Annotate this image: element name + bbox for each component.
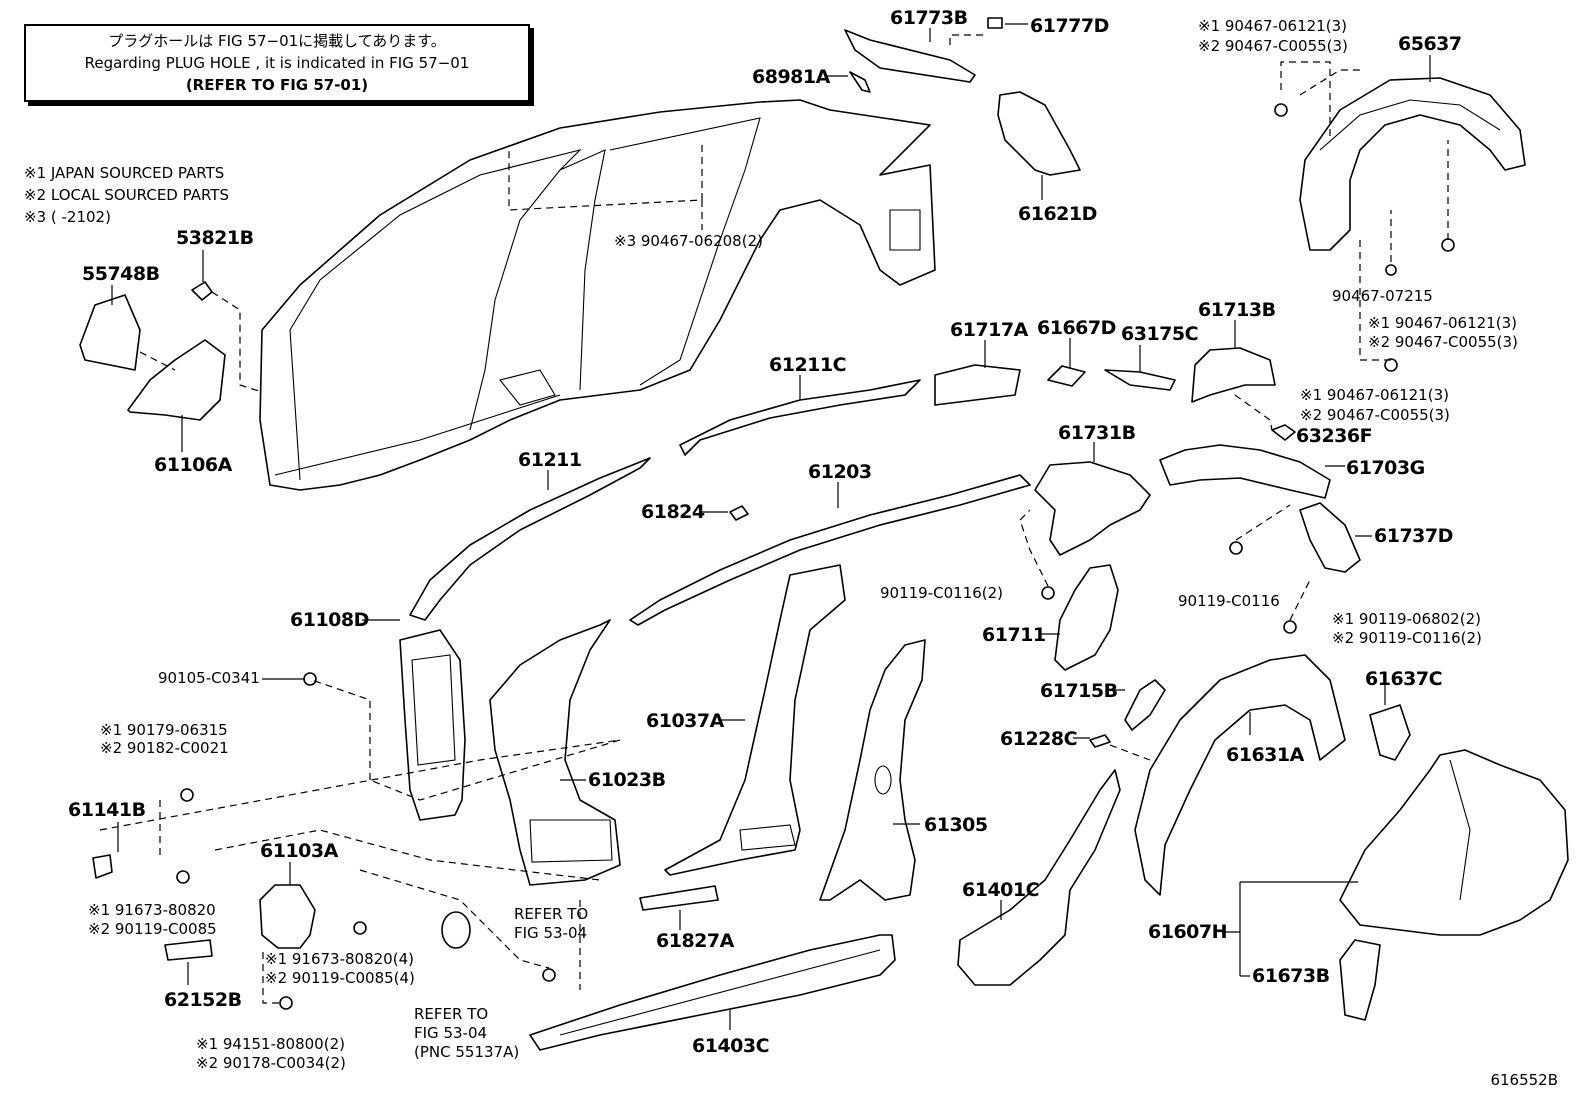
- label-62152B[interactable]: 62152B: [164, 989, 242, 1011]
- label-61731B[interactable]: 61731B: [1058, 422, 1136, 444]
- label-90467-06208[interactable]: ※3 90467-06208(2): [614, 232, 763, 250]
- label-61211[interactable]: 61211: [518, 449, 582, 471]
- label-61141B[interactable]: 61141B: [68, 799, 146, 821]
- legend-japan-sourced: ※1 JAPAN SOURCED PARTS: [24, 164, 225, 182]
- label-61737D[interactable]: 61737D: [1374, 525, 1453, 547]
- note-line-english: Regarding PLUG HOLE , it is indicated in…: [84, 54, 470, 72]
- label-61673B[interactable]: 61673B: [1252, 965, 1330, 987]
- plug-hole-note: プラグホールは FIG 57−01に掲載してあります。 Regarding PL…: [24, 24, 530, 102]
- label-63236F[interactable]: 63236F: [1296, 425, 1373, 447]
- label-94151-80800[interactable]: ※1 94151-80800(2): [196, 1035, 345, 1053]
- label-61023B[interactable]: 61023B: [588, 769, 666, 791]
- label-61703G[interactable]: 61703G: [1346, 457, 1425, 479]
- label-90467-06121-mid[interactable]: ※1 90467-06121(3): [1368, 314, 1517, 332]
- body-side-outer-panel: [259, 99, 936, 491]
- label-refer-fig-2: FIG 53-04: [414, 1024, 488, 1042]
- label-61711[interactable]: 61711: [982, 624, 1046, 646]
- label-61621D[interactable]: 61621D: [1018, 203, 1097, 225]
- label-61203[interactable]: 61203: [808, 461, 872, 483]
- label-61773B[interactable]: 61773B: [890, 7, 968, 29]
- label-61607H[interactable]: 61607H: [1148, 921, 1228, 943]
- label-61667D[interactable]: 61667D: [1037, 317, 1116, 339]
- label-63175C[interactable]: 63175C: [1121, 323, 1199, 345]
- label-61824[interactable]: 61824: [641, 501, 705, 523]
- label-61631A[interactable]: 61631A: [1226, 744, 1304, 766]
- label-61717A[interactable]: 61717A: [950, 319, 1028, 341]
- label-90467-07215[interactable]: 90467-07215: [1332, 287, 1433, 305]
- label-61106A[interactable]: 61106A: [154, 454, 232, 476]
- label-61713B[interactable]: 61713B: [1198, 299, 1276, 321]
- label-refer-fig-1: FIG 53-04: [514, 924, 588, 942]
- label-68981A[interactable]: 68981A: [752, 66, 830, 88]
- note-line-refer: (REFER TO FIG 57-01): [185, 76, 369, 94]
- legend-local-sourced: ※2 LOCAL SOURCED PARTS: [24, 186, 229, 204]
- label-61401C[interactable]: 61401C: [962, 879, 1040, 901]
- label-61403C[interactable]: 61403C: [692, 1035, 770, 1057]
- figure-code: 616552B: [1490, 1071, 1558, 1089]
- legend-date-range: ※3 ( -2102): [24, 208, 111, 226]
- label-55748B[interactable]: 55748B: [82, 263, 160, 285]
- label-90178-C0034[interactable]: ※2 90178-C0034(2): [196, 1054, 346, 1072]
- label-61103A[interactable]: 61103A: [260, 840, 338, 862]
- label-61108D[interactable]: 61108D: [290, 609, 369, 631]
- label-90105-C0341[interactable]: 90105-C0341: [158, 669, 260, 687]
- label-53821B[interactable]: 53821B: [176, 227, 254, 249]
- label-61228C[interactable]: 61228C: [1000, 728, 1078, 750]
- label-90467-C0055-mid[interactable]: ※2 90467-C0055(3): [1368, 333, 1518, 351]
- label-90119-C0116-local[interactable]: ※2 90119-C0116(2): [1332, 629, 1482, 647]
- label-90119-C0085[interactable]: ※2 90119-C0085: [88, 920, 217, 938]
- label-61827A[interactable]: 61827A: [656, 930, 734, 952]
- label-90119-06802[interactable]: ※1 90119-06802(2): [1332, 610, 1481, 628]
- label-61777D[interactable]: 61777D: [1030, 15, 1109, 37]
- label-90119-C0116[interactable]: 90119-C0116: [1178, 592, 1280, 610]
- label-91673-80820[interactable]: ※1 91673-80820: [88, 901, 216, 919]
- label-90119-C0116-2[interactable]: 90119-C0116(2): [880, 584, 1004, 602]
- label-90119-C0085-4[interactable]: ※2 90119-C0085(4): [265, 969, 415, 987]
- label-61037A[interactable]: 61037A: [646, 710, 724, 732]
- label-90467-06121-top[interactable]: ※1 90467-06121(3): [1198, 17, 1347, 35]
- label-61715B[interactable]: 61715B: [1040, 680, 1118, 702]
- label-91673-80820-4[interactable]: ※1 91673-80820(4): [265, 950, 414, 968]
- label-65637[interactable]: 65637: [1398, 33, 1462, 55]
- label-61211C[interactable]: 61211C: [769, 354, 847, 376]
- note-line-japanese: プラグホールは FIG 57−01に掲載してあります。: [108, 32, 446, 50]
- label-90467-C0055-low[interactable]: ※2 90467-C0055(3): [1300, 406, 1450, 424]
- label-refer-to-2: REFER TO: [414, 1005, 489, 1023]
- label-refer-pnc: (PNC 55137A): [414, 1043, 520, 1061]
- label-90179-06315[interactable]: ※1 90179-06315: [100, 721, 228, 739]
- label-61305[interactable]: 61305: [924, 814, 988, 836]
- label-90467-C0055-top[interactable]: ※2 90467-C0055(3): [1198, 37, 1348, 55]
- label-90182-C0021[interactable]: ※2 90182-C0021: [100, 739, 229, 757]
- label-61637C[interactable]: 61637C: [1365, 668, 1443, 690]
- label-refer-to-1: REFER TO: [514, 905, 589, 923]
- label-90467-06121-low[interactable]: ※1 90467-06121(3): [1300, 386, 1449, 404]
